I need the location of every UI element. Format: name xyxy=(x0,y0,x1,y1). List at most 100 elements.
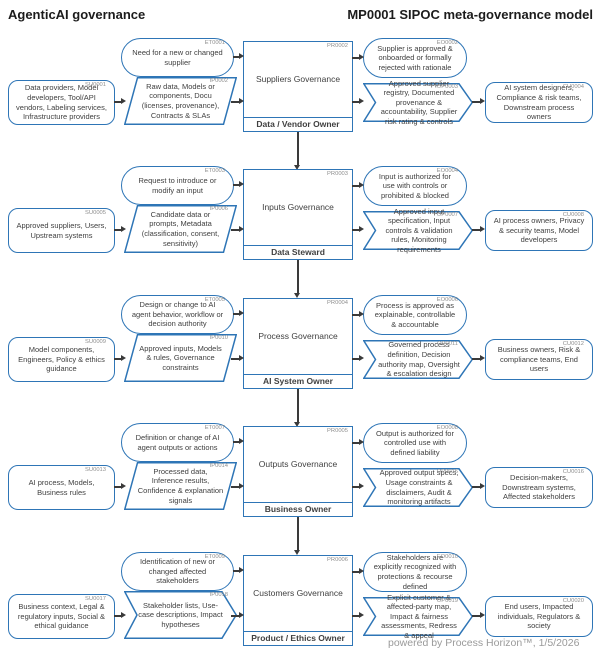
process-node: PR0004 Process Governance AI System Owne… xyxy=(243,298,353,389)
event-trigger-node: ET0007 Definition or change of AI agent … xyxy=(121,423,234,462)
process-owner-band: Data / Vendor Owner xyxy=(244,117,352,131)
node-id: ET0005 xyxy=(204,297,225,303)
process-node: PR0003 Inputs Governance Data Steward xyxy=(243,169,353,260)
parallelogram-shape xyxy=(124,334,237,382)
sipoc-row-outputs: ET0007 Definition or change of AI agent … xyxy=(0,421,600,561)
parallelogram-shape xyxy=(124,205,237,253)
node-id: PR0004 xyxy=(327,300,348,306)
node-id: ET0007 xyxy=(204,425,225,431)
arrow-process-to-output xyxy=(352,612,364,618)
node-id: PR0003 xyxy=(327,171,348,177)
input-node: IP0014 Processed data, Inference results… xyxy=(124,462,237,510)
arrow-process-to-outcome xyxy=(352,568,364,574)
process-title: Process Governance xyxy=(258,330,338,341)
node-id: OP0003 xyxy=(436,84,458,90)
arrow-supplier-to-input xyxy=(114,355,126,361)
arrow-input-to-process xyxy=(231,355,244,361)
customer-node: CU0008 AI process owners, Privacy & secu… xyxy=(485,210,593,251)
node-id: EO0006 xyxy=(436,297,458,303)
node-id: EO0004 xyxy=(436,168,458,174)
output-node: OP0019 Explicit customer & affected-part… xyxy=(363,593,473,640)
sipoc-row-process: ET0005 Design or change to AI agent beha… xyxy=(0,293,600,433)
arrow-event-to-process xyxy=(233,567,244,573)
node-id: OP0007 xyxy=(436,212,458,218)
customer-node: CU0004 AI system designers, Compliance &… xyxy=(485,82,593,123)
node-id: CU0008 xyxy=(562,212,584,218)
chevron-shape xyxy=(363,340,473,379)
arrow-output-to-customer xyxy=(472,98,485,104)
node-id: EO0010 xyxy=(436,554,458,560)
output-node: OP0003 Approved supplier registry, Docum… xyxy=(363,79,473,126)
process-owner-band: Business Owner xyxy=(244,502,352,516)
input-node: IP0006 Candidate data or prompts, Metada… xyxy=(124,205,237,253)
node-text: Identification of new or changed affecte… xyxy=(139,557,216,586)
node-id: SU0005 xyxy=(85,210,106,216)
output-node: OP0011 Governed process definition, Deci… xyxy=(363,340,473,379)
chevron-shape xyxy=(363,83,473,122)
node-text: Approved output specs, Usage constraints… xyxy=(379,468,459,507)
node-id: ET0009 xyxy=(204,554,225,560)
arrow-supplier-to-input xyxy=(114,612,126,618)
model-title: MP0001 SIPOC meta-governance model xyxy=(347,7,593,22)
chevron-shape xyxy=(124,591,237,639)
event-trigger-node: ET0001 Need for a new or changed supplie… xyxy=(121,38,234,77)
node-id: CU0004 xyxy=(562,84,584,90)
output-node: OP0007 Approved input specification, Inp… xyxy=(363,207,473,254)
supplier-node: SU0017 Business context, Legal & regulat… xyxy=(8,594,115,639)
arrow-process-to-output xyxy=(352,483,364,489)
input-node: IP0010 Approved inputs, Models & rules, … xyxy=(124,334,237,382)
sipoc-row-customers: ET0009 Identification of new or changed … xyxy=(0,550,600,656)
customer-node: CU0020 End users, Impacted individuals, … xyxy=(485,596,593,637)
node-text: AI process owners, Privacy & security te… xyxy=(493,216,585,245)
node-text: Data providers, Model developers, Tool/A… xyxy=(16,83,107,122)
node-text: Approved suppliers, Users, Upstream syst… xyxy=(16,220,107,240)
output-node: OP0015 Approved output specs, Usage cons… xyxy=(363,468,473,507)
arrow-process-to-output xyxy=(352,226,364,232)
event-outcome-node: EO0010 Stakeholders are explicitly recog… xyxy=(363,552,467,592)
arrow-output-to-customer xyxy=(472,612,485,618)
node-id: OP0019 xyxy=(436,598,458,604)
arrow-input-to-process xyxy=(231,98,244,104)
event-trigger-node: ET0009 Identification of new or changed … xyxy=(121,552,234,591)
node-id: CU0020 xyxy=(562,598,584,604)
node-id: PR0005 xyxy=(327,428,348,434)
arrow-input-to-process xyxy=(231,226,244,232)
node-text: Need for a new or changed supplier xyxy=(132,47,223,67)
node-text: Request to introduce or modify an input xyxy=(138,175,217,195)
sipoc-row-suppliers: ET0001 Need for a new or changed supplie… xyxy=(0,36,600,176)
node-text: Explicit customer & affected-party map, … xyxy=(381,592,457,640)
node-id: SU0013 xyxy=(85,467,106,473)
node-text: End users, Impacted individuals, Regulat… xyxy=(497,602,581,631)
process-node: PR0005 Outputs Governance Business Owner xyxy=(243,426,353,517)
arrow-event-to-process xyxy=(233,438,244,444)
supplier-node: SU0009 Model components, Engineers, Poli… xyxy=(8,337,115,382)
sipoc-row-inputs: ET0003 Request to introduce or modify an… xyxy=(0,164,600,304)
supplier-node: SU0013 AI process, Models, Business rule… xyxy=(8,465,115,510)
node-text: Stakeholders are explicitly recognized w… xyxy=(373,552,457,591)
arrow-process-to-output xyxy=(352,355,364,361)
node-text: Processed data, Inference results, Confi… xyxy=(137,466,224,505)
process-node: PR0006 Customers Governance Product / Et… xyxy=(243,555,353,646)
arrow-event-to-process xyxy=(233,53,244,59)
node-id: IP0002 xyxy=(209,78,228,84)
chevron-shape xyxy=(363,468,473,507)
node-id: PR0002 xyxy=(327,43,348,49)
down-connector xyxy=(294,389,300,427)
node-text: AI system designers, Compliance & risk t… xyxy=(496,83,582,122)
arrow-output-to-customer xyxy=(472,226,485,232)
chevron-shape xyxy=(363,597,473,636)
parallelogram-shape xyxy=(124,462,237,510)
process-node: PR0002 Suppliers Governance Data / Vendo… xyxy=(243,41,353,132)
arrow-output-to-customer xyxy=(472,483,485,489)
page-title: AgenticAI governance xyxy=(8,7,146,22)
arrow-process-to-outcome xyxy=(352,54,364,60)
down-connector xyxy=(294,517,300,555)
node-text: AI process, Models, Business rules xyxy=(28,477,95,497)
customer-node: CU0016 Decision-makers, Downstream syste… xyxy=(485,467,593,508)
node-text: Business context, Legal & regulatory inp… xyxy=(17,602,106,631)
arrow-process-to-output xyxy=(352,98,364,104)
arrow-supplier-to-input xyxy=(114,98,126,104)
process-title: Suppliers Governance xyxy=(255,73,341,84)
node-id: CU0012 xyxy=(562,341,584,347)
